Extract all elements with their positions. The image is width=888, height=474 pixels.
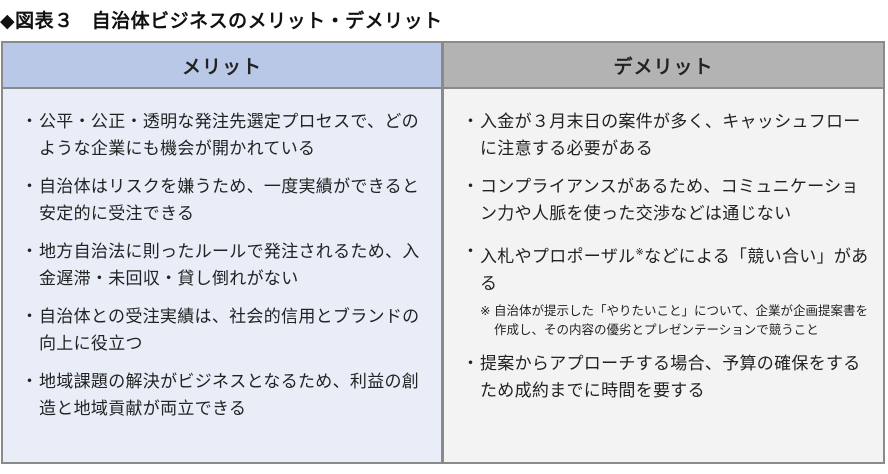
merit-list: ・ 公平・公正・透明な発注先選定プロセスで、どのような企業にも機会が開かれている… [3,89,444,462]
demerit-item-text-after: などによる「競い合い」がある [480,247,869,294]
bullet-icon: ・ [21,307,39,327]
figure-title: ◆図表３ 自治体ビジネスのメリット・デメリット [0,6,443,33]
merit-item: ・ 公平・公正・透明な発注先選定プロセスで、どのような企業にも機会が開かれている [3,109,441,163]
bullet-icon: ・ [462,242,480,262]
demerit-item: ・ 入金が３月末日の案件が多く、キャッシュフローに注意する必要がある [444,109,883,163]
figure-label: 図表３ [15,10,74,32]
footnote-text: 自治体が提示した「やりたいこと」について、企業が企画提案書を作成し、その内容の優… [494,303,869,337]
merit-item-text: 公平・公正・透明な発注先選定プロセスで、どのような企業にも機会が開かれている [39,112,419,159]
demerit-item: ・ 提案からアプローチする場合、予算の確保をするため成約までに時間を要する [444,351,883,405]
demerit-list: ・ 入金が３月末日の案件が多く、キャッシュフローに注意する必要がある ・ コンプ… [444,89,883,462]
merit-item-text: 自治体はリスクを嫌うため、一度実績ができると安定的に受注できる [39,177,420,224]
merit-column-header: メリット [3,43,444,89]
bullet-icon: ・ [21,112,39,132]
demerit-column-header: デメリット [444,43,883,89]
bullet-icon: ・ [21,242,39,262]
merit-item-text: 自治体との受注実績は、社会的信用とブランドの向上に役立つ [39,307,420,354]
figure-title-text: 自治体ビジネスのメリット・デメリット [91,10,443,32]
demerit-item: ・ 入札やプロポーザル※などによる「競い合い」がある [444,239,883,298]
demerit-item-text: 入金が３月末日の案件が多く、キャッシュフローに注意する必要がある [480,112,861,159]
bullet-icon: ・ [462,112,480,132]
merit-item: ・ 地方自治法に則ったルールで発注されるため、入金遅滞・未回収・貸し倒れがない [3,239,441,293]
bullet-icon: ・ [462,354,480,374]
merit-item: ・ 自治体はリスクを嫌うため、一度実績ができると安定的に受注できる [3,174,441,228]
diamond-icon: ◆ [0,10,16,32]
demerit-item: ・ コンプライアンスがあるため、コミュニケーション力や人脈を使った交渉などは通じ… [444,174,883,228]
bullet-icon: ・ [462,177,480,197]
merit-demerit-table: メリット デメリット ・ 公平・公正・透明な発注先選定プロセスで、どのような企業… [1,41,885,464]
demerit-item-text-before: 入札やプロポーザル [480,247,636,267]
merit-item-text: 地方自治法に則ったルールで発注されるため、入金遅滞・未回収・貸し倒れがない [39,242,420,289]
bullet-icon: ・ [21,177,39,197]
footnote-mark: ※ [480,303,491,318]
footnote: ※ 自治体が提示した「やりたいこと」について、企業が企画提案書を作成し、その内容… [480,301,883,339]
merit-item-text: 地域課題の解決がビジネスとなるため、利益の創造と地域貢献が両立できる [39,372,420,419]
bullet-icon: ・ [21,372,39,392]
footnote-asterisk: ※ [635,247,645,258]
demerit-item-text: 提案からアプローチする場合、予算の確保をするため成約までに時間を要する [480,354,861,401]
demerit-item-text: コンプライアンスがあるため、コミュニケーション力や人脈を使った交渉などは通じない [480,177,859,224]
merit-item: ・ 自治体との受注実績は、社会的信用とブランドの向上に役立つ [3,304,441,358]
merit-item: ・ 地域課題の解決がビジネスとなるため、利益の創造と地域貢献が両立できる [3,369,441,423]
